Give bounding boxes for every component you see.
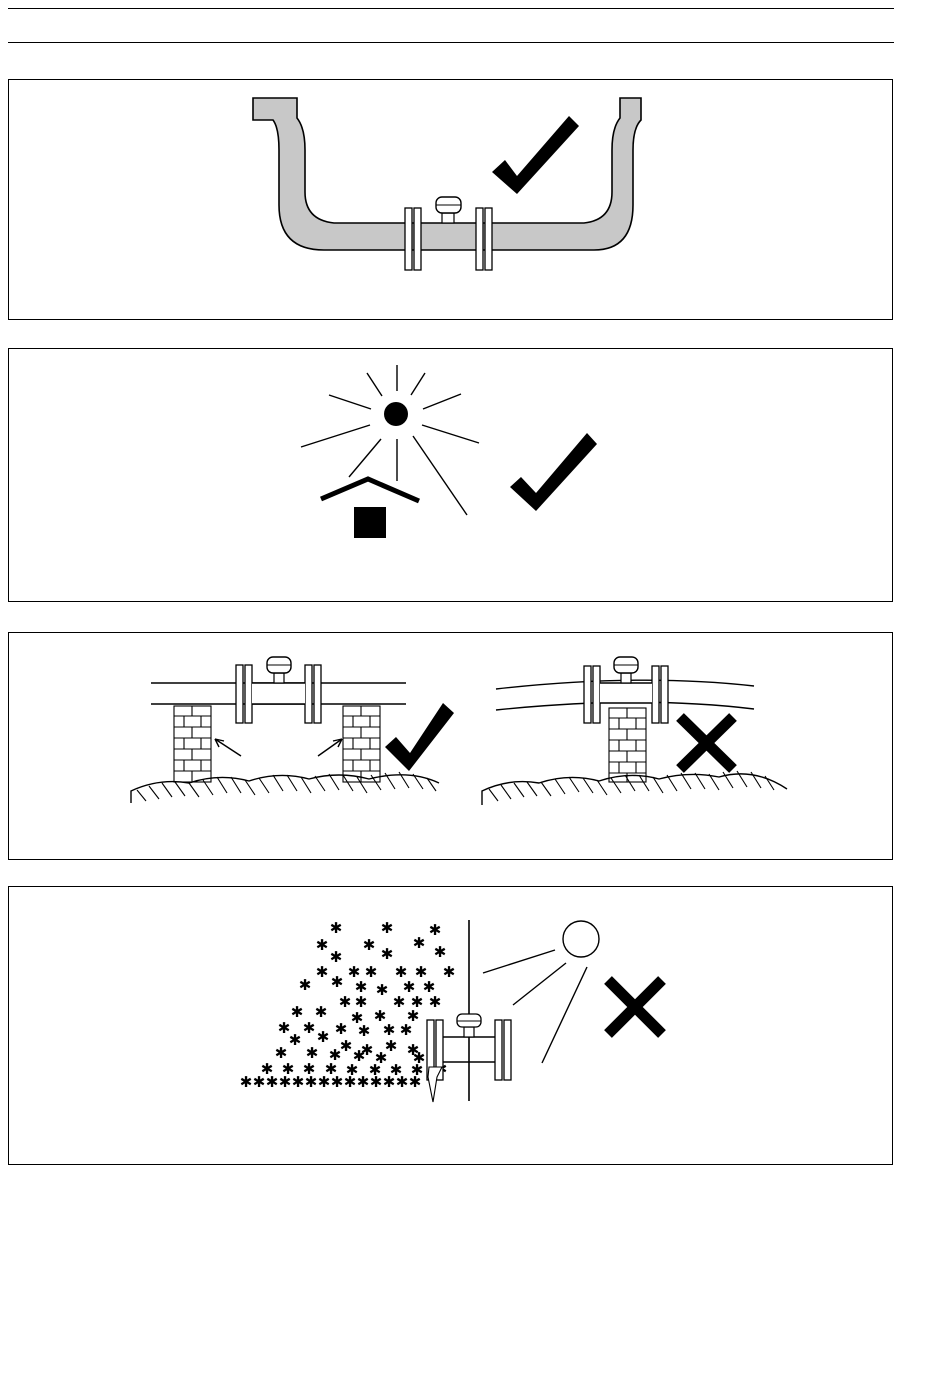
snowflake-icon: ✱ [316, 936, 329, 954]
check-icon [385, 703, 454, 771]
pipe-supports-illustration [9, 633, 894, 861]
brick-support-center [609, 708, 646, 782]
snowflake-icon: ✱ [370, 1073, 383, 1091]
snowflake-icon: ✱ [335, 1020, 348, 1038]
snowflake-icon: ✱ [331, 1073, 344, 1091]
snowflake-icon: ✱ [393, 993, 406, 1011]
check-icon [492, 116, 579, 194]
sun-shade-illustration [9, 349, 894, 603]
snowflake-icon: ✱ [400, 1021, 413, 1039]
snowflake-icon: ✱ [279, 1073, 292, 1091]
snowflake-icon: ✱ [292, 1073, 305, 1091]
snowflake-icon: ✱ [357, 1073, 370, 1091]
sun-icon [384, 402, 408, 426]
snow-sun-illustration: ✱✱✱✱✱✱✱✱✱✱✱✱✱✱✱✱✱✱✱✱✱✱✱✱✱✱✱✱✱✱✱✱✱✱✱✱✱✱✱✱… [9, 887, 894, 1166]
snowflake-icon: ✱ [315, 1003, 328, 1021]
snowflake-icon: ✱ [429, 993, 442, 1011]
u-pipe [253, 98, 641, 250]
snowflake-icon: ✱ [303, 1019, 316, 1037]
snowflake-icon: ✱ [376, 981, 389, 999]
flange-right-outer [485, 208, 492, 270]
snowflake-icon: ✱ [330, 948, 343, 966]
snowflake-icon: ✱ [413, 934, 426, 952]
flange-right-inner [476, 208, 483, 270]
header-rule-top [8, 8, 894, 9]
snowflake-icon: ✱ [340, 1037, 353, 1055]
check-icon [510, 433, 597, 511]
flange-left-outer [405, 208, 412, 270]
snowflake-icon: ✱ [317, 1028, 330, 1046]
snowflake-icon: ✱ [253, 1073, 266, 1091]
u-bend-illustration [9, 80, 894, 321]
flange-left-inner [414, 208, 421, 270]
snowflake-icon: ✱ [339, 993, 352, 1011]
snowflake-icons: ✱✱✱✱✱✱✱✱✱✱✱✱✱✱✱✱✱✱✱✱✱✱✱✱✱✱✱✱✱✱✱✱✱✱✱✱✱✱✱✱… [240, 919, 456, 1091]
meter-neck [442, 213, 454, 223]
cross-icon [680, 717, 733, 769]
sun-icon [563, 921, 599, 957]
snowflake-icon: ✱ [344, 1073, 357, 1091]
snowflake-icon: ✱ [266, 1073, 279, 1091]
roof-icon [321, 479, 419, 501]
header-rule-bottom [8, 42, 894, 43]
snowflake-icon: ✱ [358, 1022, 371, 1040]
snowflake-icon: ✱ [240, 1073, 253, 1091]
cross-icon [608, 980, 662, 1034]
brick-support-left [174, 706, 211, 782]
snowflake-icon: ✱ [331, 973, 344, 991]
snowflake-icon: ✱ [330, 919, 343, 937]
snowflake-icon: ✱ [429, 921, 442, 939]
snowflake-icon: ✱ [383, 1073, 396, 1091]
arrow-icons [215, 739, 342, 756]
snowflake-icon: ✱ [434, 943, 447, 961]
snowflake-icon: ✱ [396, 1073, 409, 1091]
panel-snow-sun-exposure: ✱✱✱✱✱✱✱✱✱✱✱✱✱✱✱✱✱✱✱✱✱✱✱✱✱✱✱✱✱✱✱✱✱✱✱✱✱✱✱✱… [8, 886, 893, 1165]
snowflake-icon: ✱ [289, 1031, 302, 1049]
snowflake-icon: ✱ [291, 1003, 304, 1021]
snowflake-icon: ✱ [363, 936, 376, 954]
snowflake-icon: ✱ [316, 963, 329, 981]
device-box [354, 507, 386, 538]
snowflake-icon: ✱ [409, 1073, 422, 1091]
snowflake-icon: ✱ [299, 976, 312, 994]
snowflake-icon: ✱ [443, 963, 456, 981]
snowflake-icon: ✱ [305, 1073, 318, 1091]
sun-rays [301, 365, 479, 515]
snowflake-icon: ✱ [318, 1073, 331, 1091]
panel-sun-shade [8, 348, 893, 602]
panel-pipe-supports [8, 632, 893, 860]
brick-support-right [343, 706, 380, 782]
snowflake-icon: ✱ [381, 919, 394, 937]
snowflake-icon: ✱ [381, 945, 394, 963]
icicle-icon [428, 1067, 442, 1102]
panel-pipe-u-bend [8, 79, 893, 320]
